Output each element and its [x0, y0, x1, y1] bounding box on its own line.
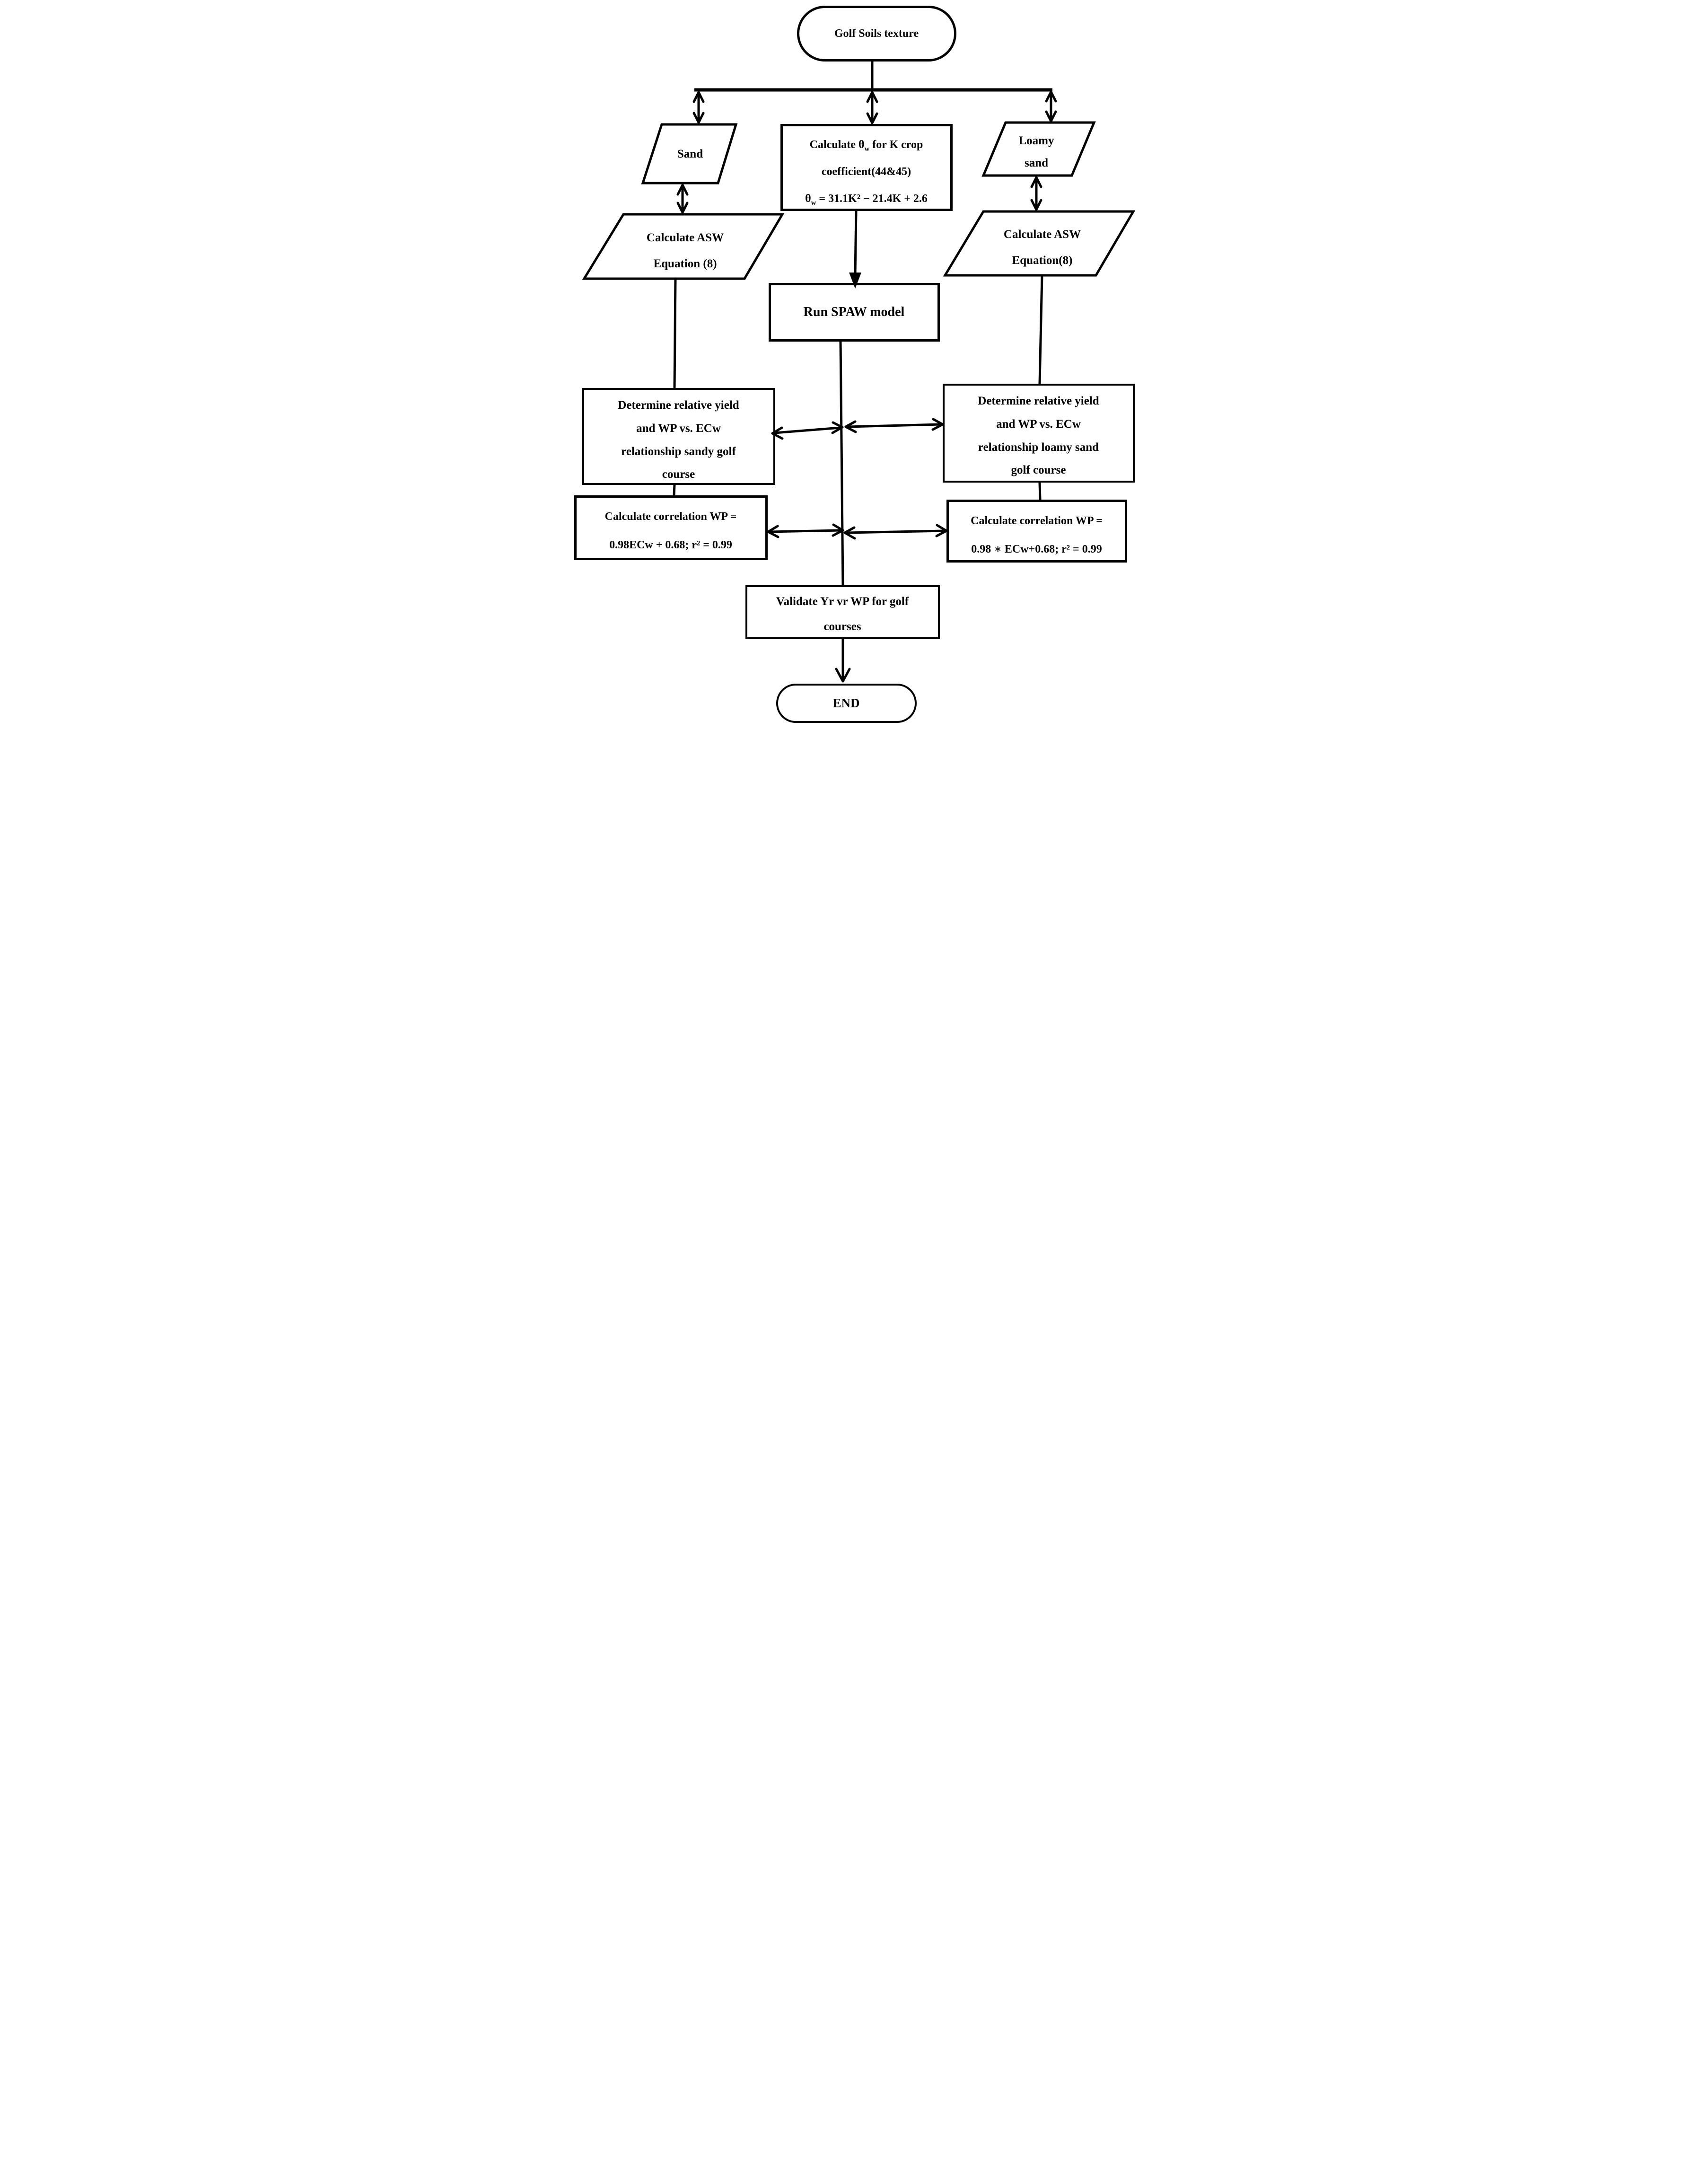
start-label: Golf Soils texture	[834, 27, 919, 40]
validate-line-2: courses	[823, 620, 861, 633]
branch-arrow-sand	[692, 91, 704, 124]
branch-arrow-theta	[866, 91, 878, 124]
determine-left-line-4: course	[662, 468, 695, 481]
sand-asw-arrow	[676, 184, 688, 214]
runspaw-label: Run SPAW model	[803, 305, 905, 319]
asw-right-line-1: Calculate ASW	[1003, 228, 1081, 241]
correlation-right-node: Calculate correlation WP = 0.98 ∗ ECw+0.…	[946, 500, 1127, 563]
theta-line-3: θw = 31.1K² − 21.4K + 2.6	[805, 193, 928, 207]
loamy-asw-arrow	[1030, 176, 1042, 211]
start-node: Golf Soils texture	[797, 6, 956, 62]
correlation-right-spine-arrow	[843, 524, 947, 540]
connector-layer	[582, 60, 1135, 683]
theta-node: Calculate θw for K crop coefficient(44&4…	[780, 124, 953, 211]
correlation-right-line-1: Calculate correlation WP =	[971, 515, 1103, 527]
asw-left-shape	[582, 213, 784, 280]
determine-right-spine-arrow	[844, 418, 944, 433]
validate-node: Validate Yr vr WP for golf courses	[745, 585, 940, 639]
loamy-label-line-1: Loamy	[1018, 134, 1054, 147]
determine-left-line-3: relationship sandy golf	[621, 445, 736, 458]
determine-right-line-1: Determine relative yield	[978, 395, 1099, 407]
asw-left-label: Calculate ASW Equation (8)	[614, 225, 756, 277]
loamy-label: Loamy sand	[998, 129, 1076, 174]
correlation-left-node: Calculate correlation WP = 0.98ECw + 0.6…	[574, 495, 768, 560]
asw-right-determine-line	[1038, 274, 1043, 385]
asw-left-determine-line	[673, 277, 676, 389]
loamy-shape	[981, 121, 1096, 177]
determine-right-line-2: and WP vs. ECw	[996, 417, 1081, 431]
correlation-left-line-1: Calculate correlation WP =	[604, 510, 737, 523]
loamy-label-line-2: sand	[1024, 157, 1049, 169]
correlation-left-line-2: 0.98ECw + 0.68; r² = 0.99	[609, 539, 732, 551]
determine-left-line-1: Determine relative yield	[618, 399, 739, 412]
correlation-left-spine-arrow	[767, 523, 844, 538]
end-label: END	[832, 696, 860, 710]
determine-right-line-4: golf course	[1011, 464, 1066, 477]
determine-left-node: Determine relative yield and WP vs. ECw …	[582, 388, 775, 485]
theta-line-2: coefficient(44&45)	[821, 166, 911, 178]
determine-left-spine-arrow	[771, 421, 843, 440]
validate-end-arrow	[835, 638, 850, 683]
branch-arrow-loamy	[1045, 90, 1057, 123]
correlation-right-line-2: 0.98 ∗ ECw+0.68; r² = 0.99	[971, 543, 1102, 555]
asw-right-shape	[943, 210, 1135, 277]
runspaw-node: Run SPAW model	[768, 283, 940, 342]
spine-line	[839, 340, 844, 587]
validate-line-1: Validate Yr vr WP for golf	[776, 595, 909, 608]
end-node: END	[776, 684, 917, 723]
determine-left-line-2: and WP vs. ECw	[636, 422, 721, 435]
asw-right-label: Calculate ASW Equation(8)	[972, 221, 1113, 273]
asw-left-line-2: Equation (8)	[653, 257, 717, 270]
determine-right-node: Determine relative yield and WP vs. ECw …	[942, 384, 1135, 483]
sand-shape	[641, 123, 737, 185]
theta-runspaw-arrowhead	[849, 273, 861, 289]
asw-left-line-1: Calculate ASW	[646, 231, 724, 244]
determine-right-line-3: relationship loamy sand	[978, 440, 1099, 454]
asw-right-line-2: Equation(8)	[1012, 254, 1073, 267]
theta-runspaw-arrow	[849, 210, 861, 289]
flowchart-canvas: Golf Soils texture Sand Calculate θw for…	[569, 0, 1139, 724]
theta-line-1: Calculate θw for K crop	[809, 139, 923, 153]
sand-label: Sand	[677, 148, 703, 160]
